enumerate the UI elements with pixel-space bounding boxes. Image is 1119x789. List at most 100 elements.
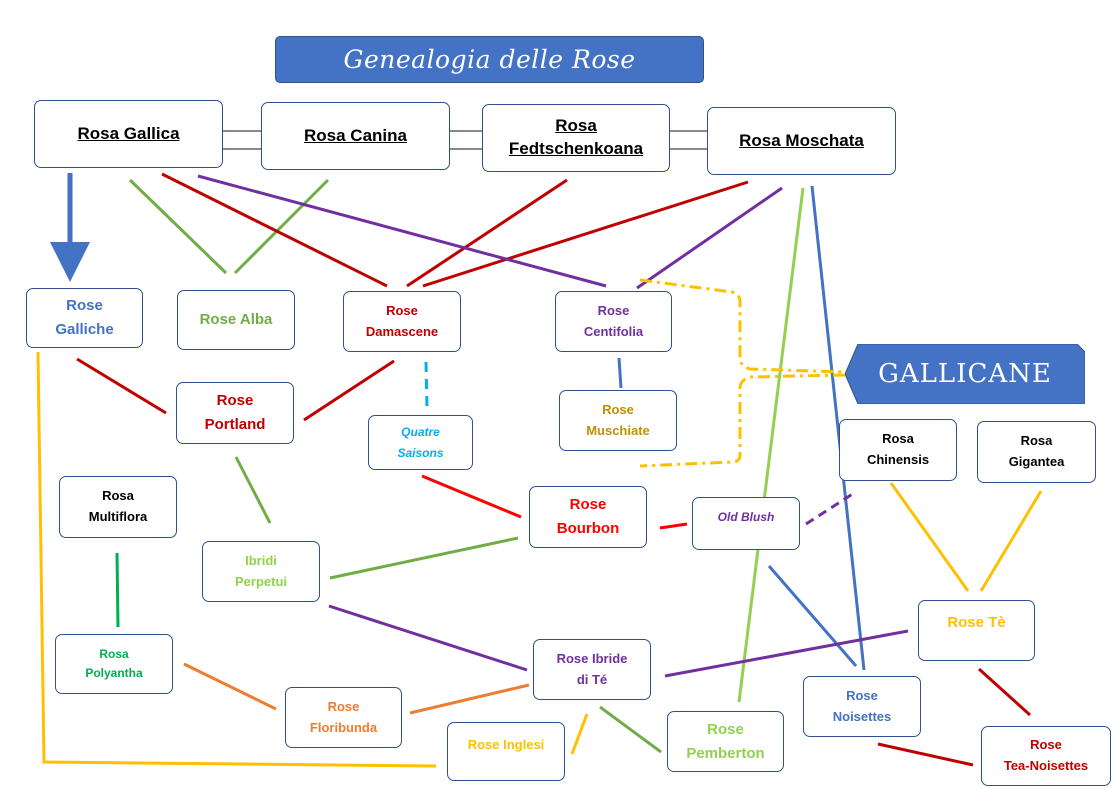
- link-moschata-noisettes: [810, 185, 866, 671]
- link-moschata-damascene: [422, 180, 749, 288]
- node-rose-te: Rose Tè: [918, 600, 1035, 661]
- node-rose-damascene: Rose Damascene: [343, 291, 461, 352]
- gallicane-banner: GALLICANE: [845, 344, 1085, 404]
- node-label-1: Rose: [327, 698, 360, 714]
- node-label-2: di Té: [576, 671, 608, 687]
- node-label-1: Rose: [386, 302, 418, 318]
- link-chinensis-te: [889, 482, 970, 592]
- link-damascene-portland: [303, 359, 395, 422]
- node-rose-galliche: Rose Galliche: [26, 288, 143, 348]
- link-gallica-alba: [128, 178, 228, 275]
- node-label-1: Rose: [707, 720, 744, 738]
- link-te-ibrideditte: [664, 629, 909, 678]
- node-label-2: Floribunda: [309, 719, 378, 735]
- node-rose-portland: Rose Portland: [176, 382, 294, 444]
- node-label-1: Rose: [602, 401, 634, 417]
- node-rose-floribunda: Rose Floribunda: [285, 687, 402, 748]
- node-label-2: Centifolia: [583, 323, 644, 339]
- node-label-2: Bourbon: [556, 520, 620, 537]
- link-moschata-pemberton: [737, 187, 805, 703]
- node-label-1: Rose: [569, 496, 607, 513]
- node-label-1: Rosa: [99, 646, 129, 661]
- diagram-title: Genealogia delle Rose: [275, 36, 704, 83]
- node-rose-alba: Rose Alba: [177, 290, 295, 350]
- link-bourbon-oldblush: [659, 522, 688, 530]
- node-label-1: Rose Ibride: [556, 650, 628, 666]
- link-portland-ibridi: [234, 456, 272, 524]
- node-label-2: Multiflora: [88, 509, 148, 524]
- link-gallica-centifolia: [197, 174, 607, 288]
- node-rose-ibride-di-te: Rose Ibride di Té: [533, 639, 651, 700]
- node-rose-bourbon: Rose Bourbon: [529, 486, 647, 548]
- node-label-1: Rose: [1030, 737, 1062, 753]
- node-label-2: Pemberton: [686, 744, 765, 762]
- node-label-1: Rose: [216, 392, 254, 409]
- node-rosa-moschata: Rosa Moschata: [707, 107, 896, 175]
- node-rosa-canina: Rosa Canina: [261, 102, 450, 170]
- node-rosa-gigantea: Rosa Gigantea: [977, 421, 1096, 483]
- node-label: Old Blush: [717, 510, 775, 524]
- node-label-1: Rose: [66, 297, 103, 314]
- node-label-1: Rosa: [102, 488, 134, 504]
- link-galliche-inglesi: [36, 351, 437, 768]
- node-label-2: Damascene: [365, 323, 439, 339]
- link-multiflora-polyantha: [115, 552, 120, 628]
- node-label-2: Noisettes: [832, 708, 892, 724]
- link-galliche-portland: [76, 357, 167, 415]
- node-label-1: Rose: [597, 302, 630, 318]
- node-label-2: Tea-Noisettes: [1003, 758, 1089, 773]
- link-canina-alba: [233, 178, 330, 275]
- link-gigantea-te: [979, 490, 1043, 592]
- node-label-1: Ibridi: [245, 552, 277, 568]
- top-row-connectors: [223, 130, 707, 150]
- link-ibrideditte-inglesi: [570, 713, 589, 755]
- node-label: Rose Alba: [199, 311, 273, 328]
- link-moschata-centifolia: [636, 186, 783, 290]
- node-label-1: Quatre: [401, 424, 440, 439]
- node-label-1: Rosa: [1020, 433, 1053, 449]
- node-label-2: Muschiate: [586, 422, 650, 438]
- node-rose-pemberton: Rose Pemberton: [667, 711, 784, 772]
- node-rose-muschiate: Rose Muschiate: [559, 390, 677, 451]
- node-ibridi-perpetui: Ibridi Perpetui: [202, 541, 320, 602]
- gallicane-label: GALLICANE: [878, 359, 1052, 389]
- link-quatresaisons-bourbon: [421, 474, 522, 519]
- node-rosa-chinensis: Rosa Chinensis: [839, 419, 957, 481]
- node-label-1: Rosa: [555, 116, 597, 136]
- node-label-2: Galliche: [55, 321, 114, 338]
- banner-shape: [845, 344, 1085, 404]
- link-oldblush-chinensis: [805, 491, 855, 526]
- node-rose-centifolia: Rose Centifolia: [555, 291, 672, 352]
- link-centifolia-muschiate: [617, 357, 623, 389]
- node-label-1: Rose: [846, 687, 878, 703]
- node-rose-tea-noisettes: Rose Tea-Noisettes: [981, 726, 1111, 786]
- link-ibrideditte-pemberton: [599, 705, 662, 754]
- link-polyantha-floribunda: [183, 662, 277, 711]
- node-rosa-polyantha: Rosa Polyantha: [55, 634, 173, 694]
- link-te-teanoisettes: [977, 667, 1032, 717]
- node-label: Rosa Canina: [304, 125, 407, 145]
- node-label: Rosa Gallica: [77, 123, 180, 143]
- link-ibrideditte-floribunda: [409, 683, 530, 715]
- node-label-2: Fedtschenkoana: [508, 139, 644, 158]
- node-label: Rose Tè: [947, 614, 1006, 631]
- node-label: Rosa Moschata: [739, 130, 864, 150]
- node-label: Rose Inglesi: [467, 737, 545, 752]
- node-rosa-multiflora: Rosa Multiflora: [59, 476, 177, 538]
- gallicane-bracket: [639, 278, 846, 468]
- node-rosa-fedtschenkoana: Rosa Fedtschenkoana: [482, 104, 670, 172]
- node-label-2: Chinensis: [866, 452, 930, 467]
- node-rose-inglesi: Rose Inglesi: [447, 722, 565, 781]
- link-damascene-quatresaisons: [424, 361, 429, 409]
- link-fedtschenkoana-damascene: [406, 178, 568, 288]
- link-ibridi-ibrideditte: [328, 604, 528, 672]
- node-label-1: Rosa: [882, 431, 914, 447]
- node-label-2: Portland: [204, 416, 266, 433]
- node-old-blush: Old Blush: [692, 497, 800, 550]
- link-bourbon-ibridi: [329, 536, 519, 580]
- node-label-2: Perpetui: [234, 573, 287, 589]
- link-oldblush-noisettes: [767, 565, 858, 667]
- link-gallica-damascene: [161, 172, 388, 288]
